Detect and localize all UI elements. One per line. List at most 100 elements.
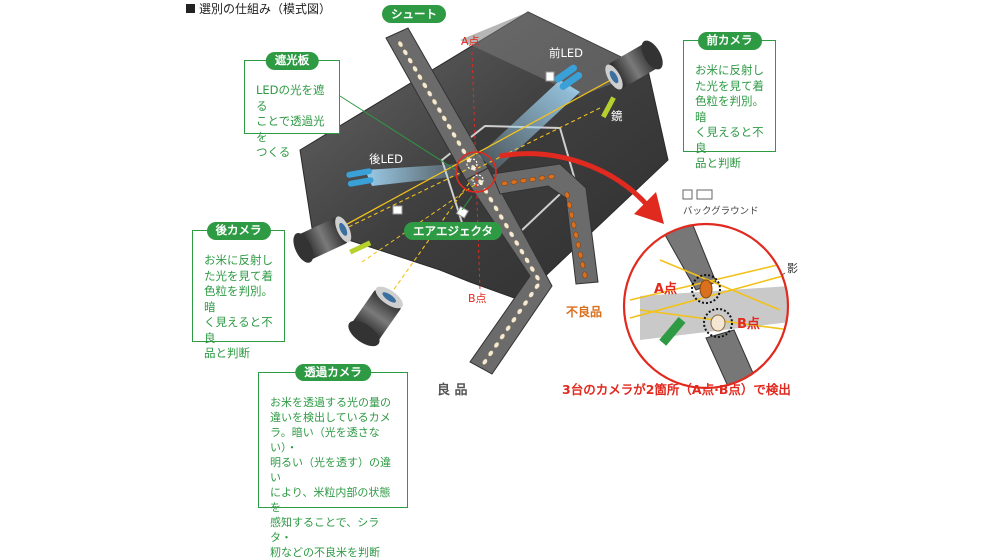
rear-led-icon <box>346 168 374 187</box>
rear-led-label: 後LED <box>369 152 403 166</box>
defective-grain <box>571 221 577 229</box>
rice-grain <box>482 358 488 365</box>
inset-point-a-ring <box>691 274 721 304</box>
rice-grain <box>436 106 443 114</box>
inset-point-b-label: B点 <box>737 316 760 332</box>
rice-grain <box>441 115 448 122</box>
transmission-camera-icon <box>348 286 403 347</box>
air-ejector-tag: エアエジェクタ <box>404 222 503 240</box>
rice-grain <box>431 98 438 106</box>
rice-grain <box>493 341 500 349</box>
chute-tag: シュート <box>382 5 446 23</box>
point-b-marker <box>472 174 484 186</box>
mirror-bottom-icon <box>349 240 372 255</box>
rear-camera-box: 後カメラ お米に反射し た光を見て着 色粒を判別。暗 く見えると不良 品と判断 <box>192 222 285 360</box>
front-camera-sightline <box>329 167 471 237</box>
rice-grain <box>513 239 520 247</box>
shade-plate-line-1: LEDの光を遮る <box>256 83 325 113</box>
transmission-camera-line-5: により、米粒内部の状態を <box>270 486 391 514</box>
ejector-leader-line <box>461 195 473 211</box>
defective-grain <box>580 261 586 269</box>
transmission-camera-line-3: ラ。暗い（光を透さない）・ <box>270 426 380 454</box>
defective-grain <box>569 211 575 219</box>
transmission-camera-line-7: 籾などの不良米を判断 <box>270 546 380 559</box>
defective-grain <box>501 180 509 186</box>
background-label: バックグラウンド <box>683 205 759 217</box>
front-camera-line-3: 色粒を判別。暗 <box>695 94 764 124</box>
rear-camera-line-2: た光を見て着 <box>204 268 273 283</box>
mirror-top-icon <box>601 96 616 119</box>
mirror-bottom-label: 鏡 <box>364 265 376 279</box>
ab-point-guide-line <box>471 51 481 291</box>
defective-grain <box>575 241 581 249</box>
rice-grain <box>417 73 423 81</box>
rice-grain <box>451 131 457 139</box>
inset-grain-a <box>699 279 713 299</box>
rice-grain <box>456 139 462 147</box>
rear-camera-line-1: お米に反射し <box>204 253 273 267</box>
inset-point-a-label: A点 <box>654 281 677 297</box>
rice-grain <box>426 90 433 97</box>
shade-plate-icon-3 <box>455 205 470 219</box>
inset-point-b-ring <box>703 308 733 338</box>
rice-grain <box>511 316 517 323</box>
transmission-camera-line-1: お米を透過する光の量の <box>270 396 391 409</box>
rice-grain <box>516 308 523 315</box>
rice-grain <box>519 248 525 255</box>
rice-grain <box>493 205 499 212</box>
defective-grain <box>538 175 546 181</box>
background-swatch-1 <box>682 189 693 200</box>
inset-detail <box>622 222 790 390</box>
background-swatch-2 <box>696 189 713 200</box>
rice-grain <box>402 49 409 56</box>
rice-grain <box>487 350 494 357</box>
defective-grain <box>566 201 572 209</box>
title-square-icon <box>186 4 195 13</box>
defective-grain <box>510 179 518 185</box>
rice-grain <box>524 257 530 264</box>
defective-chute-grains <box>501 174 588 279</box>
rear-camera-line-4: く見えると不良 <box>204 315 273 345</box>
front-camera-tag: 前カメラ <box>697 32 762 50</box>
defective-grain <box>573 231 579 239</box>
mirror-sightline <box>361 183 477 263</box>
defective-grain <box>582 271 588 279</box>
rice-grain <box>534 274 541 281</box>
sorting-mechanism-diagram: 選別の仕組み（模式図） <box>186 2 798 559</box>
rice-grain <box>522 299 529 307</box>
transmission-camera-line-4: 明るい（光を透す）の違い <box>270 456 391 484</box>
rice-grain <box>499 333 506 340</box>
shade-plate-line-2: ことで透過光を <box>256 114 325 144</box>
front-camera-line-2: た光を見て着 <box>695 78 764 93</box>
point-a-label: A点 <box>461 35 480 48</box>
rice-grain <box>498 213 505 221</box>
inset-frame <box>622 222 790 390</box>
detection-zone-circle <box>455 151 497 193</box>
shade-plate-icon <box>545 71 555 82</box>
rear-camera-line-3: 色粒を判別。暗 <box>204 284 273 314</box>
good-product-label: 良 品 <box>437 382 468 398</box>
zoom-arrow-head <box>634 192 664 224</box>
mirror-top-label: 鏡 <box>611 109 623 123</box>
transmission-camera-line-2: 違いを検出しているカメ <box>270 411 391 424</box>
housing-top-face <box>460 12 648 96</box>
rice-grain <box>508 231 515 238</box>
front-camera-icon <box>605 40 663 90</box>
transmission-camera-tag: 透過カメラ <box>295 364 371 381</box>
point-a-marker <box>466 158 478 170</box>
rice-grain <box>529 265 536 273</box>
rice-grain <box>505 325 511 332</box>
inset-chute-upper <box>659 224 717 291</box>
rice-grain <box>412 65 418 73</box>
rice-grain <box>422 82 428 89</box>
rear-camera-tag: 後カメラ <box>206 222 271 240</box>
front-camera-line-5: 品と判断 <box>695 156 741 170</box>
good-chute-grains <box>477 179 541 365</box>
defective-grain <box>547 174 555 180</box>
rear-camera-line-5: 品と判断 <box>204 346 250 360</box>
defective-grain <box>529 176 537 182</box>
rice-grain <box>503 222 510 229</box>
chute-upper-grains <box>397 40 477 172</box>
shade-plate-tag: 遮光板 <box>265 52 319 70</box>
defective-grain <box>577 251 583 259</box>
